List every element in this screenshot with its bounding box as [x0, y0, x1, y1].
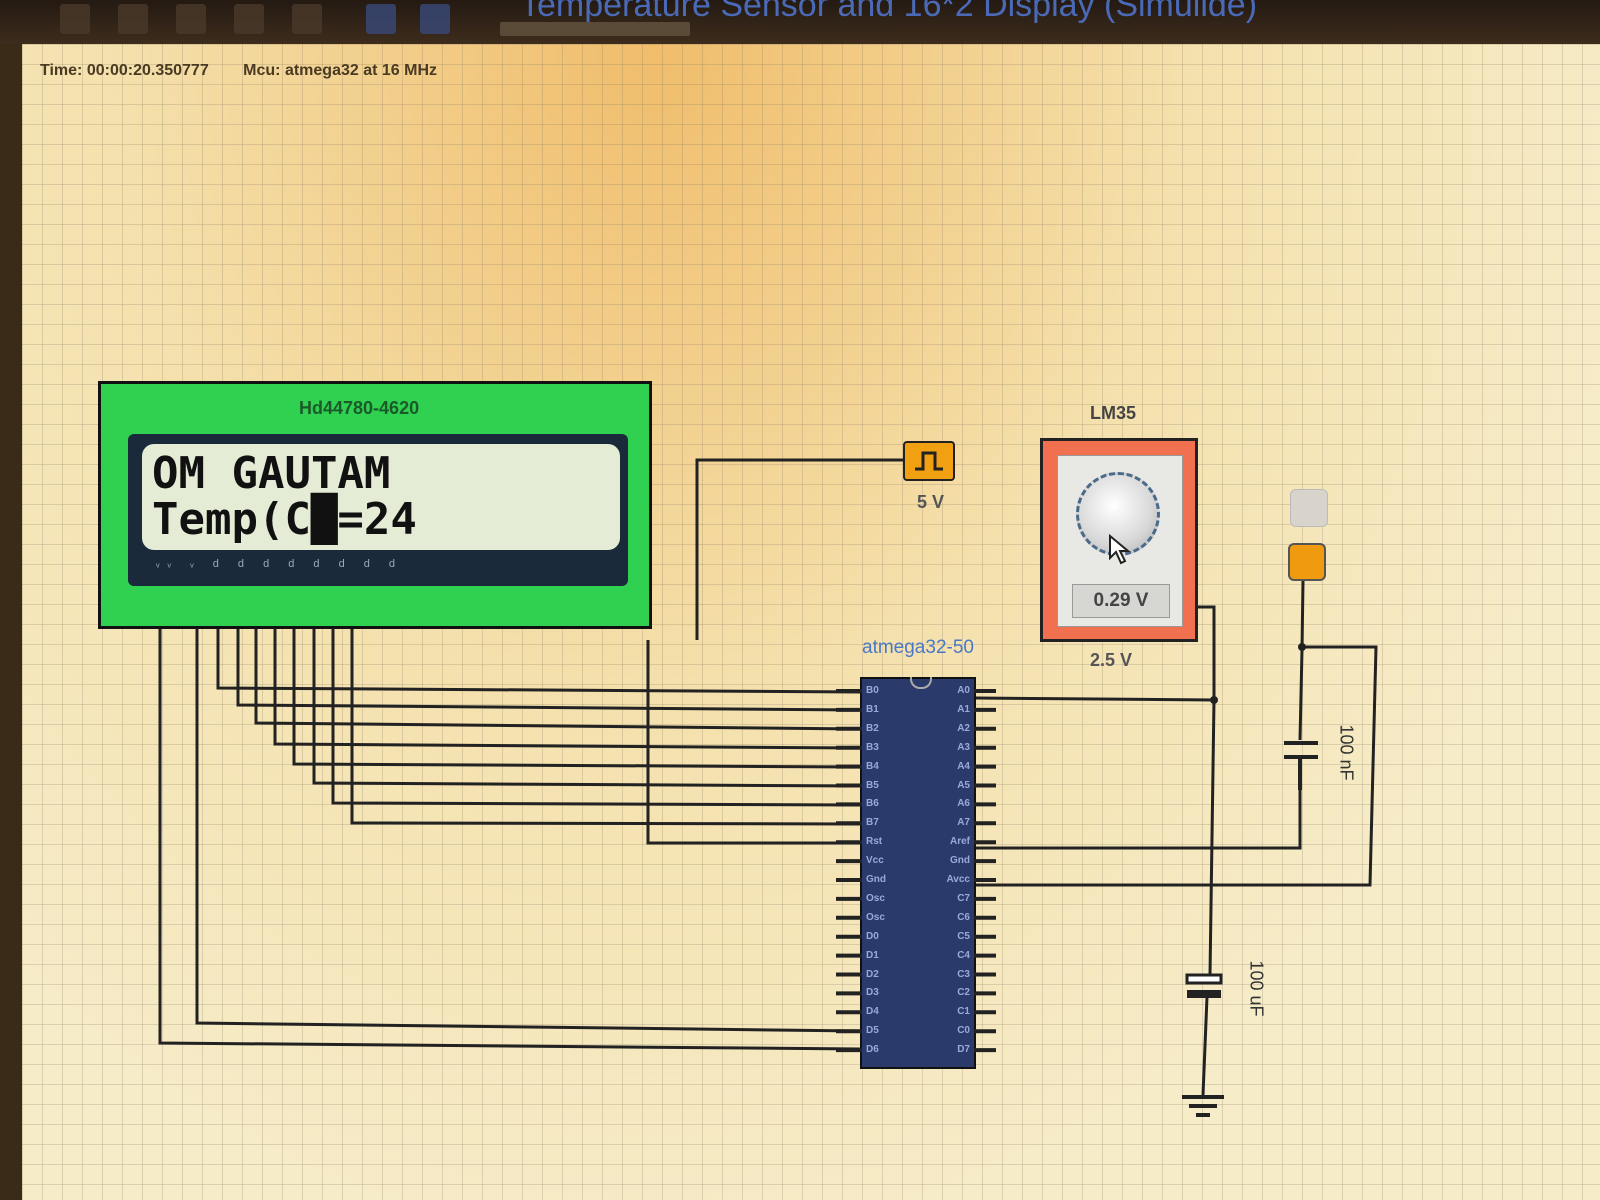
- mcu-pin-b2: B2: [866, 722, 879, 734]
- title-bar: Temperature Sensor and 16*2 Display (Sim…: [0, 0, 1600, 44]
- wire[interactable]: [695, 458, 903, 640]
- lcd-pin-labels: ᵥᵥ ᵥ d d d d d d d d: [156, 558, 404, 570]
- mcu-pin-a6: A6: [957, 798, 970, 810]
- lm35-readout: 0.29 V: [1072, 584, 1170, 618]
- mcu-pin-c6: C6: [957, 911, 970, 923]
- mcu-pin-vcc: Vcc: [866, 855, 884, 867]
- mcu-pin-c4: C4: [957, 949, 970, 961]
- mcu-info: Mcu: atmega32 at 16 MHz: [243, 62, 438, 79]
- mcu-pin-b6: B6: [866, 798, 879, 810]
- lcd-display-component[interactable]: Hd44780-4620 OM GAUTAM Temp(C█=24 ᵥᵥ ᵥ d…: [98, 381, 652, 629]
- mcu-pin-b5: B5: [866, 779, 879, 791]
- mcu-pin-c0: C0: [957, 1025, 970, 1037]
- mcu-pin-c3: C3: [957, 968, 970, 980]
- sim-time: Time: 00:00:20.350777: [40, 62, 209, 79]
- lcd-screen: OM GAUTAM Temp(C█=24: [142, 444, 620, 550]
- wire[interactable]: [1208, 699, 1216, 976]
- mcu-pin-d2: D2: [866, 968, 879, 980]
- wire[interactable]: [350, 595, 861, 826]
- wire[interactable]: [312, 595, 861, 788]
- mcu-pin-d4: D4: [866, 1006, 879, 1018]
- wire[interactable]: [976, 645, 1378, 887]
- wire[interactable]: [976, 765, 1302, 850]
- probe-off-button[interactable]: [1290, 489, 1328, 527]
- lcd-bezel: OM GAUTAM Temp(C█=24 ᵥᵥ ᵥ d d d d d d d …: [128, 434, 628, 586]
- mcu-pin-osc: Osc: [866, 892, 885, 904]
- mcu-pin-d6: D6: [866, 1044, 879, 1056]
- mcu-pin-osc: Osc: [866, 911, 885, 923]
- mcu-pin-gnd: Gnd: [866, 874, 886, 885]
- mcu-pin-c5: C5: [957, 930, 970, 942]
- lcd-line-1: OM GAUTAM: [152, 448, 391, 499]
- mcu-pin-b4: B4: [866, 760, 879, 772]
- toolbar-button[interactable]: [420, 4, 450, 34]
- mcu-pin-a4: A4: [957, 760, 970, 772]
- mcu-pin-d7: D7: [957, 1044, 970, 1056]
- wire[interactable]: [1201, 996, 1209, 1096]
- mcu-label: atmega32-50: [862, 637, 974, 658]
- lm35-sensor[interactable]: 0.29 V: [1040, 438, 1198, 642]
- square-wave-icon: [915, 451, 943, 471]
- toolbar-button[interactable]: [118, 4, 148, 34]
- mcu-pin-c2: C2: [957, 987, 970, 999]
- mcu-pin-c1: C1: [957, 1006, 970, 1018]
- lm35-title: LM35: [1090, 403, 1137, 423]
- mcu-pin-rst: Rst: [866, 836, 883, 848]
- mcu-pin-a5: A5: [957, 779, 970, 791]
- probe-on-button[interactable]: [1288, 543, 1326, 581]
- mcu-pin-b7: B7: [866, 817, 879, 829]
- lm35-voltage-label: 2.5 V: [1090, 650, 1133, 670]
- lcd-part-name: Hd44780-4620: [299, 398, 420, 418]
- mcu-pin-d3: D3: [866, 987, 879, 999]
- wire[interactable]: [331, 595, 861, 807]
- mcu-pin-aref: Aref: [949, 836, 970, 848]
- voltage-source-label: 5 V: [917, 492, 945, 512]
- mcu-pin-a0: A0: [957, 685, 970, 696]
- capacitor-100nf[interactable]: [1284, 741, 1318, 790]
- wire[interactable]: [273, 595, 861, 750]
- capacitor-100nf-label: 100 nF: [1336, 724, 1357, 781]
- simulation-status: Time: 00:00:20.350777 Mcu: atmega32 at 1…: [40, 62, 467, 80]
- wire[interactable]: [195, 595, 861, 1033]
- mcu-pin-a7: A7: [957, 817, 970, 829]
- toolbar-button[interactable]: [234, 4, 264, 34]
- lm35-panel: 0.29 V: [1057, 455, 1183, 627]
- mcu-pin-a2: A2: [957, 722, 970, 734]
- toolbar-button[interactable]: [60, 4, 90, 34]
- mcu-pin-avcc: Avcc: [946, 874, 970, 885]
- wire[interactable]: [254, 595, 861, 731]
- subtitle-strip: [500, 22, 690, 36]
- mcu-pin-b1: B1: [866, 703, 879, 715]
- lcd-line-2: Temp(C█=24: [152, 494, 417, 545]
- mcu-pin-b0: B0: [866, 685, 879, 696]
- wire[interactable]: [292, 595, 861, 769]
- mcu-pin-c7: C7: [957, 892, 970, 904]
- wire[interactable]: [1298, 580, 1305, 741]
- temperature-knob[interactable]: [1076, 472, 1160, 556]
- chip-notch: [910, 677, 932, 689]
- cursor-arrow-icon: [1109, 534, 1131, 565]
- mcu-pin-d0: D0: [866, 930, 879, 942]
- toolbar-button[interactable]: [176, 4, 206, 34]
- mcu-pin-b3: B3: [866, 741, 879, 753]
- capacitor-100uf-label: 100 uF: [1246, 960, 1267, 1017]
- voltage-source[interactable]: [903, 441, 955, 481]
- ground-icon: [1182, 1095, 1224, 1117]
- mcu-pin-d5: D5: [866, 1025, 879, 1037]
- toolbar-button[interactable]: [366, 4, 396, 34]
- mcu-pin-a3: A3: [957, 741, 970, 753]
- wire[interactable]: [646, 640, 860, 845]
- capacitor-100uf[interactable]: [1185, 973, 1223, 998]
- mcu-pin-d1: D1: [866, 949, 879, 961]
- mcu-pin-gnd: Gnd: [950, 855, 970, 867]
- toolbar-button[interactable]: [292, 4, 322, 34]
- mcu-pin-legs: [836, 689, 996, 1053]
- wire[interactable]: [158, 595, 861, 1051]
- wire[interactable]: [236, 595, 861, 712]
- window-title: Temperature Sensor and 16*2 Display (Sim…: [520, 0, 1258, 24]
- mcu-pin-a1: A1: [957, 703, 970, 715]
